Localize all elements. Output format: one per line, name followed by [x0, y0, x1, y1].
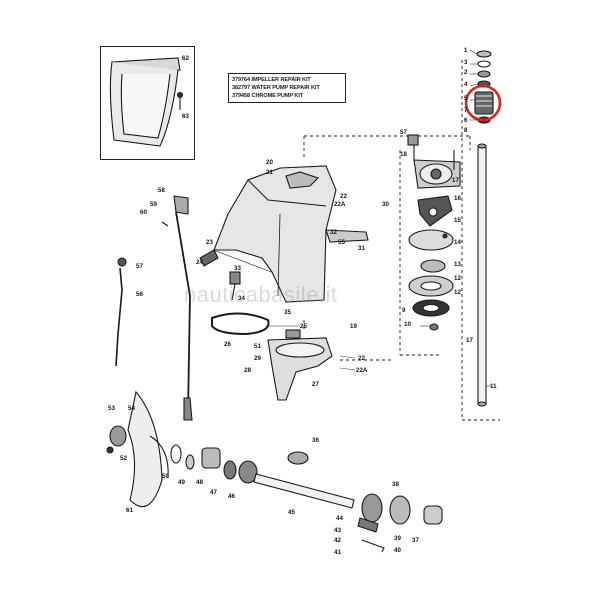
bent-rod — [115, 257, 127, 367]
pump-group-bracket — [303, 135, 471, 356]
part-label: 42 — [334, 537, 341, 544]
part-label: 39 — [394, 535, 401, 542]
propeller — [106, 390, 169, 508]
part-label: 61 — [126, 507, 133, 514]
part-label: 63 — [182, 113, 189, 120]
part-label: 31 — [358, 245, 365, 252]
part-label: 21 — [266, 169, 273, 176]
part-label: 52 — [120, 455, 127, 462]
part-label: 2 — [464, 69, 468, 76]
part-label: 22 — [340, 193, 347, 200]
part-label: 22A — [334, 201, 346, 208]
part-label: 7 — [464, 107, 468, 114]
part-label: 43 — [334, 527, 341, 534]
part-label: 57 — [136, 263, 143, 270]
part-label: 16 — [454, 195, 461, 202]
lower-bracket — [303, 320, 392, 361]
part-label: 44 — [336, 515, 343, 522]
gear-housing — [267, 329, 333, 401]
part-label: 24 — [196, 259, 203, 266]
part-label: 12 — [454, 275, 461, 282]
part-label: 11 — [490, 383, 497, 390]
part-label: 45 — [288, 509, 295, 516]
part-label: 62 — [182, 55, 189, 62]
part-label: 50 — [162, 473, 169, 480]
part-label: 15 — [454, 217, 461, 224]
part-label: 22 — [358, 355, 365, 362]
part-label: 22A — [356, 367, 368, 374]
kit-line-3: 379458 CHROME PUMP KIT — [232, 93, 304, 99]
part-label: 37 — [412, 537, 419, 544]
highlight-circle — [464, 84, 502, 122]
propeller-shaft-parts — [170, 444, 355, 509]
spring-and-pin — [199, 249, 241, 301]
exhaust-housing — [213, 165, 369, 303]
part-label: 60 — [140, 209, 147, 216]
seal-ring — [211, 312, 270, 336]
part-label: 5 — [464, 95, 468, 102]
part-label: 14 — [454, 239, 461, 246]
part-label: 41 — [334, 549, 341, 556]
part-label: 57 — [400, 129, 407, 136]
driveshaft-seal-stack — [474, 50, 494, 124]
part-label: 59 — [150, 201, 157, 208]
part-label: 26 — [224, 341, 231, 348]
inset-cover-part — [109, 57, 184, 147]
water-pump-assembly — [407, 134, 461, 331]
part-label: 19 — [350, 323, 357, 330]
part-label: 20 — [266, 159, 273, 166]
reverse-gear-cluster — [357, 493, 443, 553]
part-label: 48 — [196, 479, 203, 486]
part-label: 56 — [136, 291, 143, 298]
part-label: 1 — [464, 47, 468, 54]
part-label: 38 — [392, 481, 399, 488]
leader-lines — [266, 49, 492, 387]
kit-line-2: 382797 WATER PUMP REPAIR KIT — [232, 85, 320, 91]
part-label: 18 — [400, 151, 407, 158]
part-label: 40 — [394, 547, 401, 554]
part-label: 34 — [238, 295, 245, 302]
part-label: 6 — [464, 117, 468, 124]
part-label: 53 — [108, 405, 115, 412]
part-label: 32 — [330, 229, 337, 236]
watermark: nauticabasile.it — [184, 282, 338, 307]
part-label: 17 — [466, 337, 473, 344]
part-label: 33 — [234, 265, 241, 272]
kit-line-1: 379764 IMPELLER REPAIR KIT — [232, 77, 311, 83]
part-label: 46 — [228, 493, 235, 500]
part-label: 54 — [128, 405, 135, 412]
part-label: 17 — [452, 177, 459, 184]
part-label: 36 — [312, 437, 319, 444]
part-label: 10 — [404, 321, 411, 328]
part-label: 4 — [464, 81, 468, 88]
part-label: 23 — [206, 239, 213, 246]
part-label: 25 — [300, 323, 307, 330]
driveshaft-bracket — [461, 60, 500, 421]
driveshaft — [477, 143, 487, 407]
part-label: 13 — [454, 261, 461, 268]
part-label: 58 — [158, 187, 165, 194]
part-label: 12 — [454, 289, 461, 296]
part-label: 9 — [402, 307, 406, 314]
part-label: 30 — [382, 201, 389, 208]
part-label: 3 — [464, 59, 468, 66]
part-label: 8 — [464, 127, 468, 134]
part-label: 35 — [284, 309, 291, 316]
part-labels: 62 63 1 3 2 4 5 6 7 8 57 18 17 16 15 14 … — [108, 47, 497, 556]
part-label: 27 — [312, 381, 319, 388]
part-label: 47 — [210, 489, 217, 496]
part-label: 55 — [338, 239, 345, 246]
part-label: 29 — [254, 355, 261, 362]
shift-rod — [161, 195, 193, 421]
part-label: 28 — [244, 367, 251, 374]
part-label: 51 — [254, 343, 261, 350]
repair-kit-list: 379764 IMPELLER REPAIR KIT 382797 WATER … — [228, 73, 346, 103]
part-label: 49 — [178, 479, 185, 486]
